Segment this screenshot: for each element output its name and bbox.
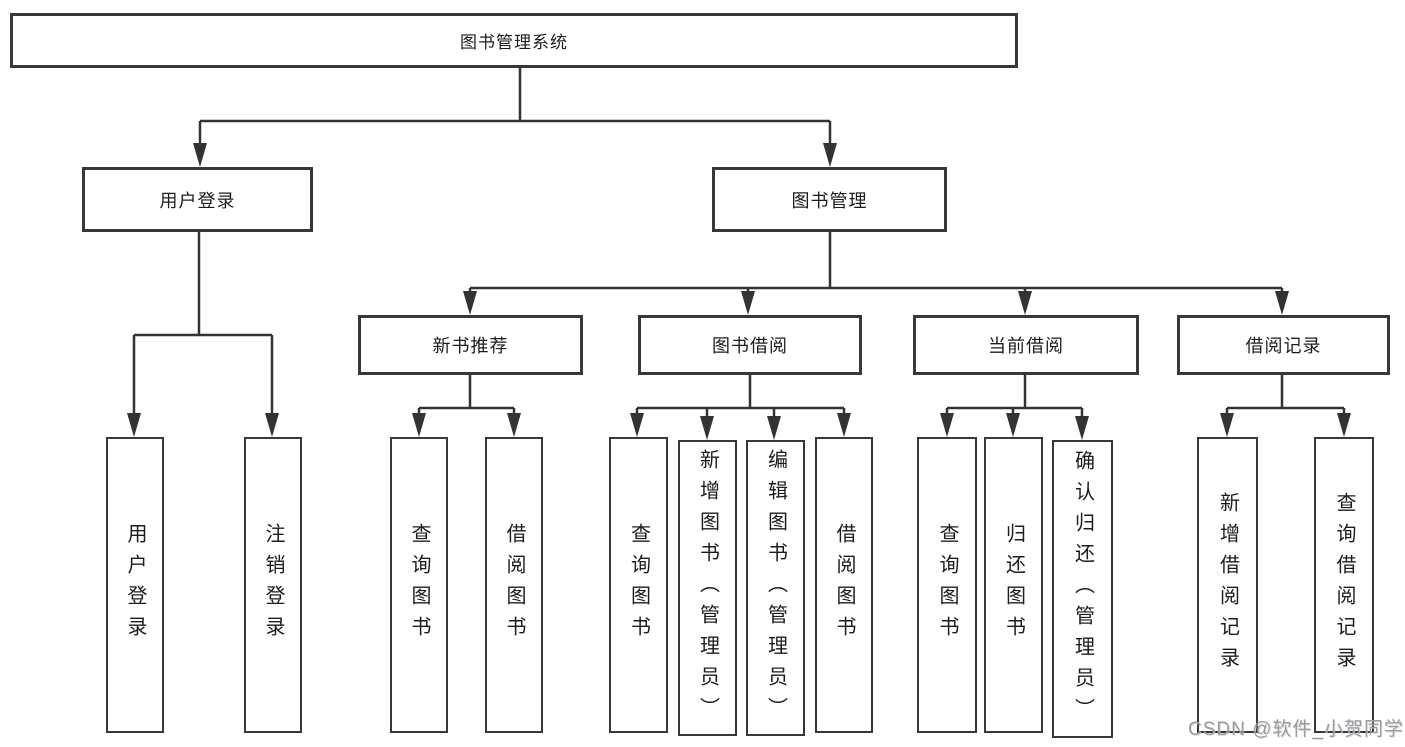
node-label: 用户登录 xyxy=(159,190,236,211)
leaf-label: 借阅图书 xyxy=(833,523,855,647)
leaf-logout: 注销登录 xyxy=(244,437,302,733)
node-borrow-record: 借阅记录 xyxy=(1177,315,1390,375)
leaf-label: 用户登录 xyxy=(124,523,146,647)
leaf-label: 查询借阅记录 xyxy=(1333,492,1355,678)
leaf-label: 查询图书 xyxy=(936,523,958,647)
node-label: 图书借阅 xyxy=(712,336,788,356)
leaf-query-books: 查询图书 xyxy=(917,437,977,733)
node-label: 图书管理系统 xyxy=(460,33,568,52)
leaf-borrow-books: 借阅图书 xyxy=(815,437,873,733)
leaf-add-book-admin: 新增图书（管理员） xyxy=(678,440,737,736)
csdn-watermark: CSDN @软件_小贺同学 xyxy=(1188,719,1404,740)
leaf-add-borrow-record: 新增借阅记录 xyxy=(1197,437,1258,733)
leaf-edit-book-admin: 编辑图书（管理员） xyxy=(746,440,805,736)
node-user-login: 用户登录 xyxy=(82,167,313,232)
leaf-label: 新增借阅记录 xyxy=(1216,492,1239,678)
node-book-borrow: 图书借阅 xyxy=(638,315,862,375)
node-book-management: 图书管理 xyxy=(712,167,947,232)
leaf-query-books: 查询图书 xyxy=(609,437,668,733)
leaf-label: 确认归还（管理员） xyxy=(1071,449,1094,729)
node-label: 图书管理 xyxy=(791,190,868,211)
arrowheads xyxy=(127,143,1351,440)
leaf-label: 编辑图书（管理员） xyxy=(764,448,787,728)
node-current-borrow: 当前借阅 xyxy=(913,315,1139,375)
node-new-book-recommend: 新书推荐 xyxy=(358,315,583,375)
leaf-label: 归还图书 xyxy=(1002,523,1025,647)
leaf-label: 查询图书 xyxy=(627,523,650,647)
leaf-label: 查询图书 xyxy=(408,523,430,647)
leaf-label: 注销登录 xyxy=(262,523,284,647)
leaf-confirm-return-admin: 确认归还（管理员） xyxy=(1052,440,1113,738)
leaf-query-books: 查询图书 xyxy=(390,437,448,733)
node-label: 当前借阅 xyxy=(988,336,1064,356)
leaf-label: 新增图书（管理员） xyxy=(696,448,719,728)
node-library-management-system: 图书管理系统 xyxy=(10,13,1018,68)
leaf-query-borrow-record: 查询借阅记录 xyxy=(1314,437,1374,733)
leaf-label: 借阅图书 xyxy=(503,523,525,647)
node-label: 借阅记录 xyxy=(1245,336,1322,356)
leaf-borrow-books: 借阅图书 xyxy=(485,437,543,733)
node-label: 新书推荐 xyxy=(432,336,509,356)
leaf-user-login: 用户登录 xyxy=(106,437,164,733)
leaf-return-books: 归还图书 xyxy=(984,437,1043,733)
